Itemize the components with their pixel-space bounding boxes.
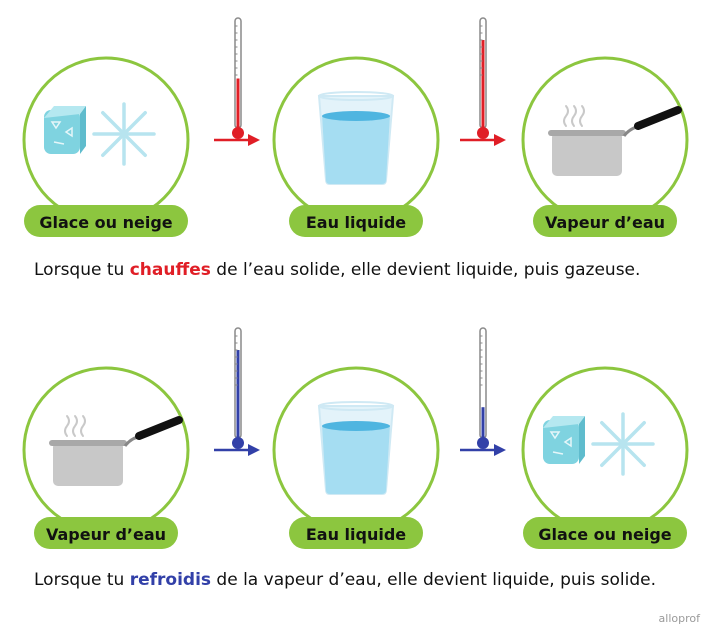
steaming-pot-icon [49, 415, 183, 486]
transition-arrow [460, 444, 506, 456]
caption-start: Lorsque tu [34, 570, 130, 590]
row-caption: Lorsque tu refroidis de la vapeur d’eau,… [34, 570, 656, 590]
thermometer-bulb [477, 127, 489, 139]
arrow-head-icon [494, 444, 506, 456]
state-label: Vapeur d’eau [46, 525, 166, 544]
state-label-pill [523, 517, 687, 549]
state-label-pill [289, 205, 423, 237]
state-label-pill [533, 205, 677, 237]
thermometer-level [236, 350, 240, 438]
ice-cube-icon [44, 106, 86, 154]
row-heating: Glace ou neige Eau liquide Vapeur d’eauLor… [22, 17, 689, 280]
state-label: Eau liquide [306, 213, 406, 232]
thermometer-bulb [232, 437, 244, 449]
row-caption: Lorsque tu chauffes de l’eau solide, ell… [34, 260, 640, 280]
state-illustration [543, 412, 655, 476]
arrow-head-icon [248, 444, 260, 456]
state-illustration [548, 105, 682, 176]
thermometer-bulb [477, 437, 489, 449]
state-2: Eau liquide [272, 366, 440, 549]
state-label: Eau liquide [306, 525, 406, 544]
caption-end: de la vapeur d’eau, elle devient liquide… [211, 570, 656, 590]
state-label-pill [34, 517, 178, 549]
state-3: Vapeur d’eau [521, 56, 689, 237]
transition-arrow [460, 134, 506, 146]
state-label: Glace ou neige [538, 525, 671, 544]
thermometer-icon [477, 17, 489, 139]
state-label: Glace ou neige [39, 213, 172, 232]
steaming-pot-icon [548, 105, 682, 176]
state-label-pill [24, 205, 188, 237]
thermometer-level [481, 40, 485, 128]
thermometer-level [236, 78, 240, 128]
snowflake-icon [591, 412, 655, 476]
pot-handle [634, 106, 682, 130]
transition-arrow [214, 444, 260, 456]
thermometer-icon [232, 327, 244, 449]
glass-of-water-icon [317, 91, 395, 185]
snowflake-icon [92, 102, 156, 166]
glass-of-water-icon [317, 401, 395, 495]
caption-end: de l’eau solide, elle devient liquide, p… [211, 260, 641, 280]
steam-icon [64, 415, 86, 437]
arrow-head-icon [248, 134, 260, 146]
thermometer-bulb [232, 127, 244, 139]
ice-cube-icon [543, 416, 585, 464]
state-illustration [317, 401, 395, 495]
state-illustration [317, 91, 395, 185]
state-illustration [49, 415, 183, 486]
state-1: Vapeur d’eau [22, 366, 190, 549]
pot-handle [135, 416, 183, 440]
steam-icon [563, 105, 585, 127]
thermometer-icon [477, 327, 489, 449]
caption-start: Lorsque tu [34, 260, 130, 280]
state-2: Eau liquide [272, 56, 440, 237]
arrow-head-icon [494, 134, 506, 146]
state-3: Glace ou neige [521, 366, 689, 549]
state-illustration [44, 102, 156, 166]
thermometer-icon [232, 17, 244, 139]
caption-keyword: chauffes [130, 260, 211, 280]
alloprof-logo: alloprof [659, 612, 702, 625]
state-label-pill [289, 517, 423, 549]
thermometer-level [481, 407, 485, 438]
transition-arrow [214, 134, 260, 146]
row-cooling: Vapeur d’eau Eau liquide Glace ou neigeLor… [22, 327, 689, 590]
state-label: Vapeur d’eau [545, 213, 665, 232]
caption-keyword: refroidis [130, 570, 211, 590]
state-1: Glace ou neige [22, 56, 190, 237]
